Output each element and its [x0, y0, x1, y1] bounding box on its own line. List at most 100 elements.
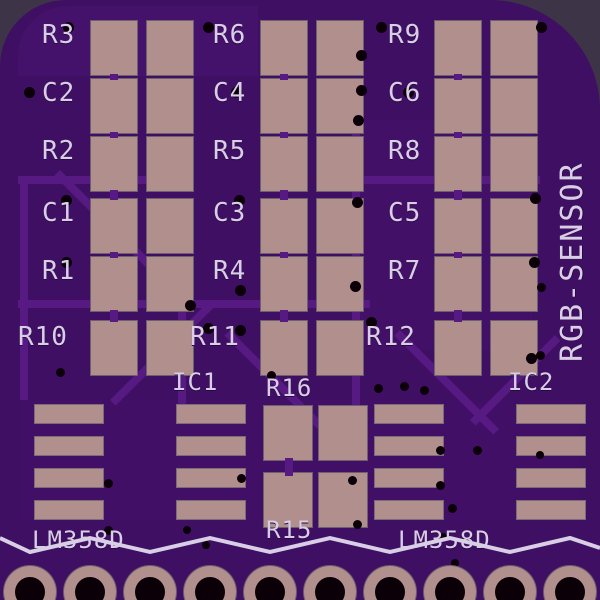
pad-ic2-right-4 [516, 500, 586, 520]
via-23 [525, 352, 537, 364]
silk-label-r1: R1 [42, 256, 76, 286]
trace-link-c4 [280, 132, 288, 138]
castellated-hole-7 [375, 577, 405, 600]
via-39 [447, 503, 457, 513]
silk-label-r9: R9 [388, 20, 422, 50]
pad-c5-b [490, 198, 538, 254]
via-28 [419, 385, 429, 395]
pad-ic2-right-2 [516, 436, 586, 456]
copper-pour-top-left [18, 6, 258, 76]
trace-link-r4 [280, 310, 288, 322]
trace-h-2 [18, 300, 158, 308]
pad-c5-a [434, 198, 482, 254]
via-9 [355, 84, 367, 96]
pad-ic1-right-1 [176, 404, 246, 424]
castellated-hole-5 [255, 577, 285, 600]
via-40 [439, 533, 447, 541]
castellated-hole-1 [15, 577, 45, 600]
pad-r5-a [260, 136, 308, 192]
pad-r6-a [260, 20, 308, 76]
pad-c6-b [490, 78, 538, 134]
pad-ic1-right-3 [176, 468, 246, 488]
pad-r9-b [490, 20, 538, 76]
silk-label-c5: C5 [388, 198, 422, 228]
via-41 [451, 559, 459, 567]
pad-r16-a [263, 405, 313, 461]
pad-r4-a [260, 256, 308, 312]
pad-ic1-left-1 [34, 404, 104, 424]
via-2 [23, 86, 35, 98]
silk-label-c6: C6 [388, 78, 422, 108]
pad-c3-a [260, 198, 308, 254]
pad-r6-b [316, 20, 364, 76]
pad-ic1-left-2 [34, 436, 104, 456]
via-44 [536, 282, 546, 292]
silk-label-c3: C3 [213, 198, 247, 228]
trace-link-c3 [280, 252, 288, 258]
pad-c2-a [90, 78, 138, 134]
via-34 [347, 475, 357, 485]
via-38 [435, 480, 445, 490]
castellated-hole-10 [555, 577, 585, 600]
castellated-hole-4 [195, 577, 225, 600]
via-6 [402, 86, 414, 98]
castellated-hole-2 [75, 577, 105, 600]
silk-label-r11: R11 [190, 322, 240, 352]
pad-r10-a [90, 320, 138, 376]
pad-r10-b [146, 320, 194, 376]
pad-r16-b [318, 405, 368, 461]
trace-link-c1 [110, 252, 118, 258]
silk-label-r12: R12 [366, 322, 416, 352]
pad-ic1-right-2 [176, 436, 246, 456]
pad-r8-a [434, 136, 482, 192]
silk-label-r4: R4 [213, 256, 247, 286]
silk-label-r7: R7 [388, 256, 422, 286]
trace-link-c5 [454, 252, 462, 258]
via-4 [230, 86, 242, 98]
pad-c4-b [316, 78, 364, 134]
silk-label-r8: R8 [388, 136, 422, 166]
via-42 [535, 350, 545, 360]
trace-link-r8 [454, 190, 462, 200]
silk-label-r2: R2 [42, 136, 76, 166]
castellated-hole-9 [495, 577, 525, 600]
via-26 [373, 383, 383, 393]
pad-r9-a [434, 20, 482, 76]
pad-r7-a [434, 256, 482, 312]
via-35 [352, 519, 362, 529]
pad-r1-a [90, 256, 138, 312]
via-13 [351, 196, 363, 208]
pad-r11-b [316, 320, 364, 376]
pad-ic2-right-1 [516, 404, 586, 424]
silk-label-r5: R5 [213, 136, 247, 166]
pad-ic1-left-4 [34, 500, 104, 520]
silk-label-c2: C2 [42, 78, 76, 108]
pad-ic1-right-4 [176, 500, 246, 520]
silk-label-board-title: RGB-SENSOR [555, 161, 590, 362]
trace-r16-r15 [285, 458, 293, 476]
pad-r12-a [434, 320, 482, 376]
silk-label-r6: R6 [213, 20, 247, 50]
trace-link-c2 [110, 132, 118, 138]
pad-ic2-right-3 [516, 468, 586, 488]
pad-ic2-left-4 [374, 500, 444, 520]
trace-link-c6 [454, 132, 462, 138]
trace-link-r3 [110, 74, 118, 80]
trace-link-r6 [280, 74, 288, 80]
pad-r12-b [490, 320, 538, 376]
pad-r3-a [90, 20, 138, 76]
via-31 [103, 525, 113, 535]
pad-r15-a [263, 472, 313, 528]
pad-c4-a [260, 78, 308, 134]
via-5 [375, 21, 387, 33]
pad-r4-b [316, 256, 364, 312]
castellated-hole-6 [315, 577, 345, 600]
pad-r11-a [260, 320, 308, 376]
via-25 [266, 370, 276, 380]
via-15 [60, 256, 72, 268]
via-20 [202, 322, 214, 334]
pad-r2-b [146, 136, 194, 192]
silk-label-r16: R16 [266, 374, 313, 402]
silk-label-r3: R3 [42, 20, 76, 50]
via-30 [103, 478, 113, 488]
